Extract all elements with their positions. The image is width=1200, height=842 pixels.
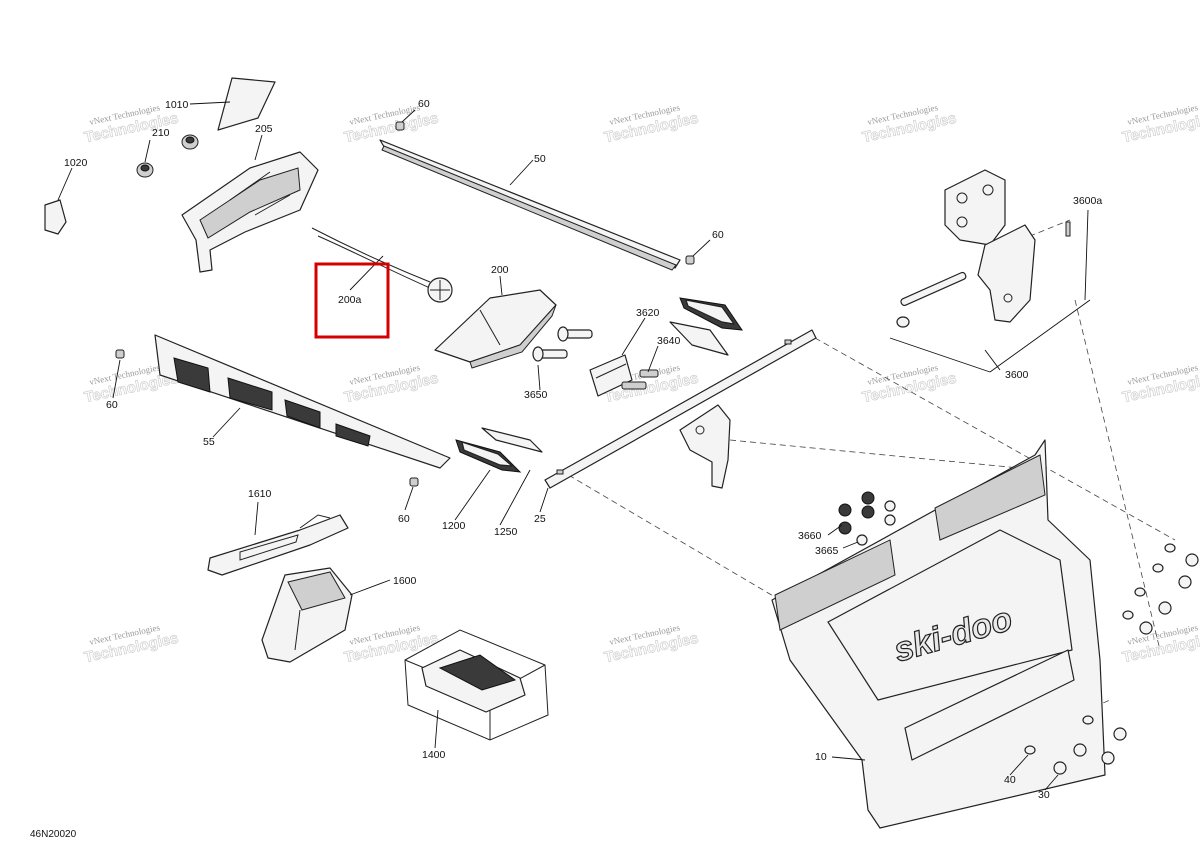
callout-labels: 1010 210 205 1020 60 50 60 200 200a 3620… [64, 98, 1102, 801]
callout-1400: 1400 [422, 749, 446, 761]
toolkit-1400 [404, 629, 549, 741]
pin-3650 [532, 326, 593, 362]
callout-1610: 1610 [248, 488, 272, 500]
decal-1010 [217, 77, 276, 131]
hinge-3600 [896, 169, 1036, 328]
watermark: vNext Technologies Technologies [860, 362, 958, 406]
bag-1600 [261, 567, 353, 663]
callout-50: 50 [534, 153, 546, 165]
callout-210: 210 [152, 127, 170, 139]
fastener-30 [1053, 553, 1199, 775]
callout-25: 25 [534, 513, 546, 525]
panel-55 [154, 334, 451, 469]
watermark: vNext Technologies Technologies [342, 622, 440, 666]
grommet-210 [136, 134, 199, 178]
callout-40: 40 [1004, 774, 1016, 786]
center-bracket [679, 404, 731, 489]
washer-40 [1024, 543, 1176, 755]
reflector-upper [669, 297, 744, 356]
diagram-code: 46N20020 [30, 829, 77, 840]
callout-200a: 200a [338, 294, 362, 306]
nut-3665 [856, 500, 896, 546]
callout-30: 30 [1038, 789, 1050, 801]
callout-3620: 3620 [636, 307, 660, 319]
rail-50 [379, 139, 681, 271]
callout-3600: 3600 [1005, 369, 1029, 381]
strap-1610 [207, 514, 349, 576]
panel-10: ski-doo [771, 439, 1106, 829]
leader-lines [57, 101, 1091, 791]
watermark: vNext Technologies Technologies [602, 102, 700, 146]
callout-205: 205 [255, 123, 273, 135]
screw-60 [115, 121, 695, 487]
callout-200: 200 [491, 264, 509, 276]
harness-200a [311, 227, 453, 303]
watermark: vNext Technologies Technologies [602, 622, 700, 666]
callout-3640: 3640 [657, 335, 681, 347]
pin-3600a [1065, 221, 1071, 237]
watermark: vNext Technologies Technologies [1120, 102, 1200, 146]
callout-60-top: 60 [418, 98, 430, 110]
strip-25 [544, 329, 817, 489]
watermark: vNext Technologies Technologies [82, 622, 180, 666]
callout-3650: 3650 [524, 389, 548, 401]
callout-1200: 1200 [442, 520, 466, 532]
highlight-box [314, 262, 390, 339]
housing-205 [181, 151, 319, 273]
nut-3660 [838, 491, 875, 535]
callout-10: 10 [815, 751, 827, 763]
callout-1010: 1010 [165, 99, 189, 111]
callout-60-left: 60 [106, 399, 118, 411]
callout-3600a: 3600a [1073, 195, 1102, 207]
callout-55: 55 [203, 436, 215, 448]
bracket-3620 [589, 354, 633, 397]
callout-60-bottom: 60 [398, 513, 410, 525]
watermark: vNext Technologies Technologies [342, 362, 440, 406]
decal-1020 [44, 199, 67, 235]
bolt-3640 [621, 369, 659, 390]
callout-3665: 3665 [815, 545, 839, 557]
watermark: vNext Technologies Technologies [860, 102, 958, 146]
callout-3660: 3660 [798, 530, 822, 542]
callout-1020: 1020 [64, 157, 88, 169]
callout-1600: 1600 [393, 575, 417, 587]
light-200 [434, 289, 557, 369]
callout-1250: 1250 [494, 526, 518, 538]
decal-1250 [481, 427, 543, 453]
reflector-1200 [455, 439, 522, 473]
watermark: vNext Technologies Technologies [1120, 622, 1200, 666]
callout-60-right: 60 [712, 229, 724, 241]
watermark: vNext Technologies Technologies [1120, 362, 1200, 406]
